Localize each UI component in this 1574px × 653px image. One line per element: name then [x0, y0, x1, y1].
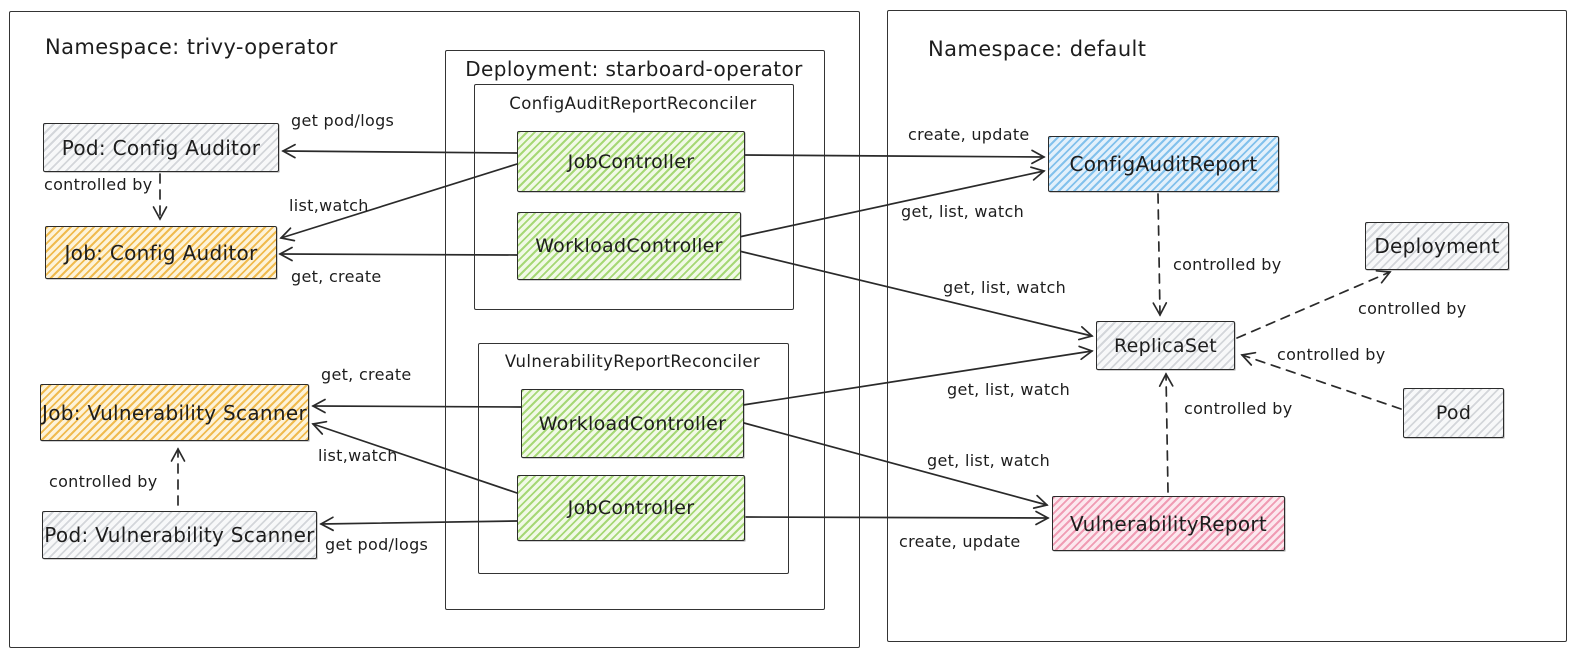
node-config-audit-report: ConfigAuditReport	[1048, 136, 1279, 192]
edge-label-create-update-top: create, update	[908, 125, 1030, 144]
node-pod-config-auditor: Pod: Config Auditor	[43, 123, 279, 172]
node-job-controller-car: JobController	[517, 131, 745, 192]
namespace-trivy-title: Namespace: trivy-operator	[45, 35, 338, 59]
edge-label-get-list-watch-3: get, list, watch	[947, 380, 1071, 399]
edge-label-controlled-by-3: controlled by	[1173, 255, 1282, 274]
node-replica-set: ReplicaSet	[1096, 321, 1235, 370]
node-workload-controller-vrr: WorkloadController	[521, 389, 744, 458]
node-pod: Pod	[1403, 388, 1504, 438]
edge-label-create-update-bottom: create, update	[899, 532, 1021, 551]
edge-label-get-list-watch-1: get, list, watch	[901, 202, 1025, 221]
vulnerability-reconciler-title: VulnerabilityReportReconciler	[504, 352, 761, 371]
config-audit-reconciler-title: ConfigAuditReportReconciler	[509, 94, 757, 113]
node-vulnerability-report: VulnerabilityReport	[1052, 496, 1285, 551]
edge-label-get-create-bottom: get, create	[321, 365, 412, 384]
edge-label-list-watch-bottom: list,watch	[318, 446, 398, 465]
edge-label-get-pod-logs-bottom: get pod/logs	[325, 535, 429, 554]
node-pod-vulnerability-scanner: Pod: Vulnerability Scanner	[42, 511, 317, 559]
edge-label-get-list-watch-4: get, list, watch	[927, 451, 1051, 470]
edge-label-controlled-by-4: controlled by	[1184, 399, 1293, 418]
node-job-vulnerability-scanner: Job: Vulnerability Scanner	[40, 384, 309, 441]
edge-label-controlled-by-5: controlled by	[1358, 299, 1467, 318]
namespace-default-title: Namespace: default	[928, 37, 1147, 61]
deployment-group-title: Deployment: starboard-operator	[465, 57, 803, 81]
edge-label-controlled-by-1: controlled by	[44, 175, 153, 194]
edge-label-get-pod-logs-top: get pod/logs	[291, 111, 395, 130]
edge-label-get-create-top: get, create	[291, 267, 382, 286]
edge-label-list-watch-top: list,watch	[289, 196, 369, 215]
node-job-controller-vrr: JobController	[517, 475, 745, 541]
node-workload-controller-car: WorkloadController	[517, 212, 741, 280]
edge-label-get-list-watch-2: get, list, watch	[943, 278, 1067, 297]
edge-label-controlled-by-6: controlled by	[1277, 345, 1386, 364]
edge-label-controlled-by-2: controlled by	[49, 472, 158, 491]
node-job-config-auditor: Job: Config Auditor	[45, 226, 277, 279]
node-deployment: Deployment	[1365, 222, 1509, 270]
